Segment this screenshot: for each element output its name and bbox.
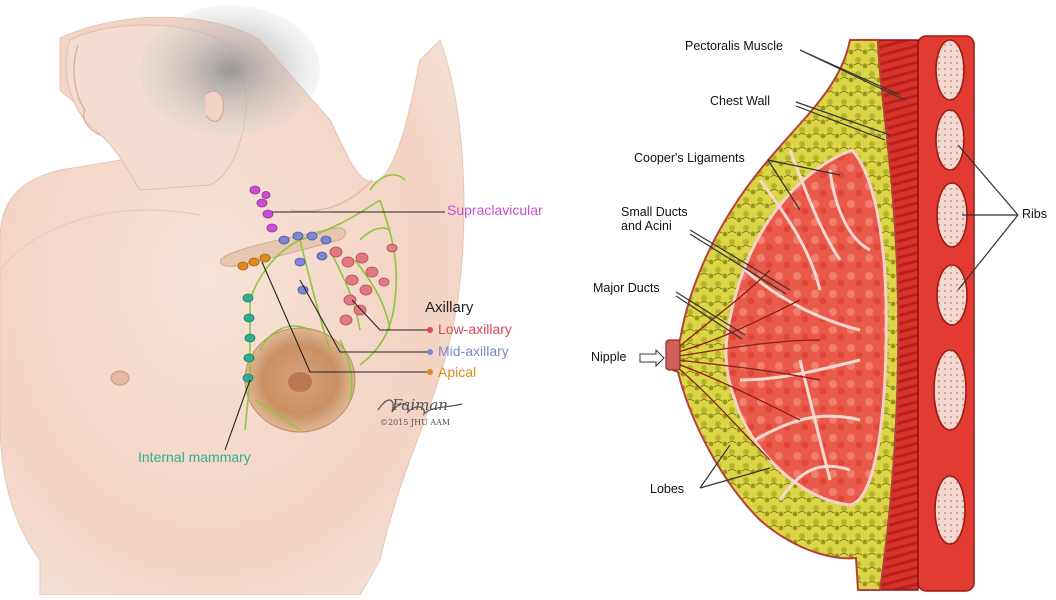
signature: Faiman	[392, 396, 448, 414]
label-major-ducts: Major Ducts	[593, 282, 660, 296]
label-lobes: Lobes	[650, 483, 684, 497]
ear	[205, 91, 224, 121]
label-mid-axillary: Mid-axillary	[438, 344, 509, 359]
nipple-arrow	[640, 350, 664, 366]
right-illustration	[640, 36, 1018, 591]
left-illustration	[0, 5, 464, 595]
label-nipple: Nipple	[591, 351, 626, 365]
label-small-ducts-line2: and Acini	[621, 220, 672, 234]
label-coopers-ligaments: Cooper's Ligaments	[634, 152, 745, 166]
nipple-shape	[666, 340, 680, 370]
label-internal-mammary: Internal mammary	[138, 450, 251, 465]
breast-nipple	[288, 372, 312, 392]
copyright-notice: ©2015 JHU AAM	[380, 418, 450, 427]
label-ribs: Ribs	[1022, 208, 1047, 222]
label-apical: Apical	[438, 365, 476, 380]
label-low-axillary: Low-axillary	[438, 322, 512, 337]
label-small-ducts-line1: Small Ducts	[621, 206, 688, 220]
label-chest-wall: Chest Wall	[710, 95, 770, 109]
label-pectoralis-muscle: Pectoralis Muscle	[685, 40, 783, 54]
left-nipple	[111, 371, 129, 385]
label-axillary-heading: Axillary	[425, 300, 473, 317]
hair-shadow	[140, 5, 320, 135]
label-supraclavicular: Supraclavicular	[447, 203, 543, 218]
